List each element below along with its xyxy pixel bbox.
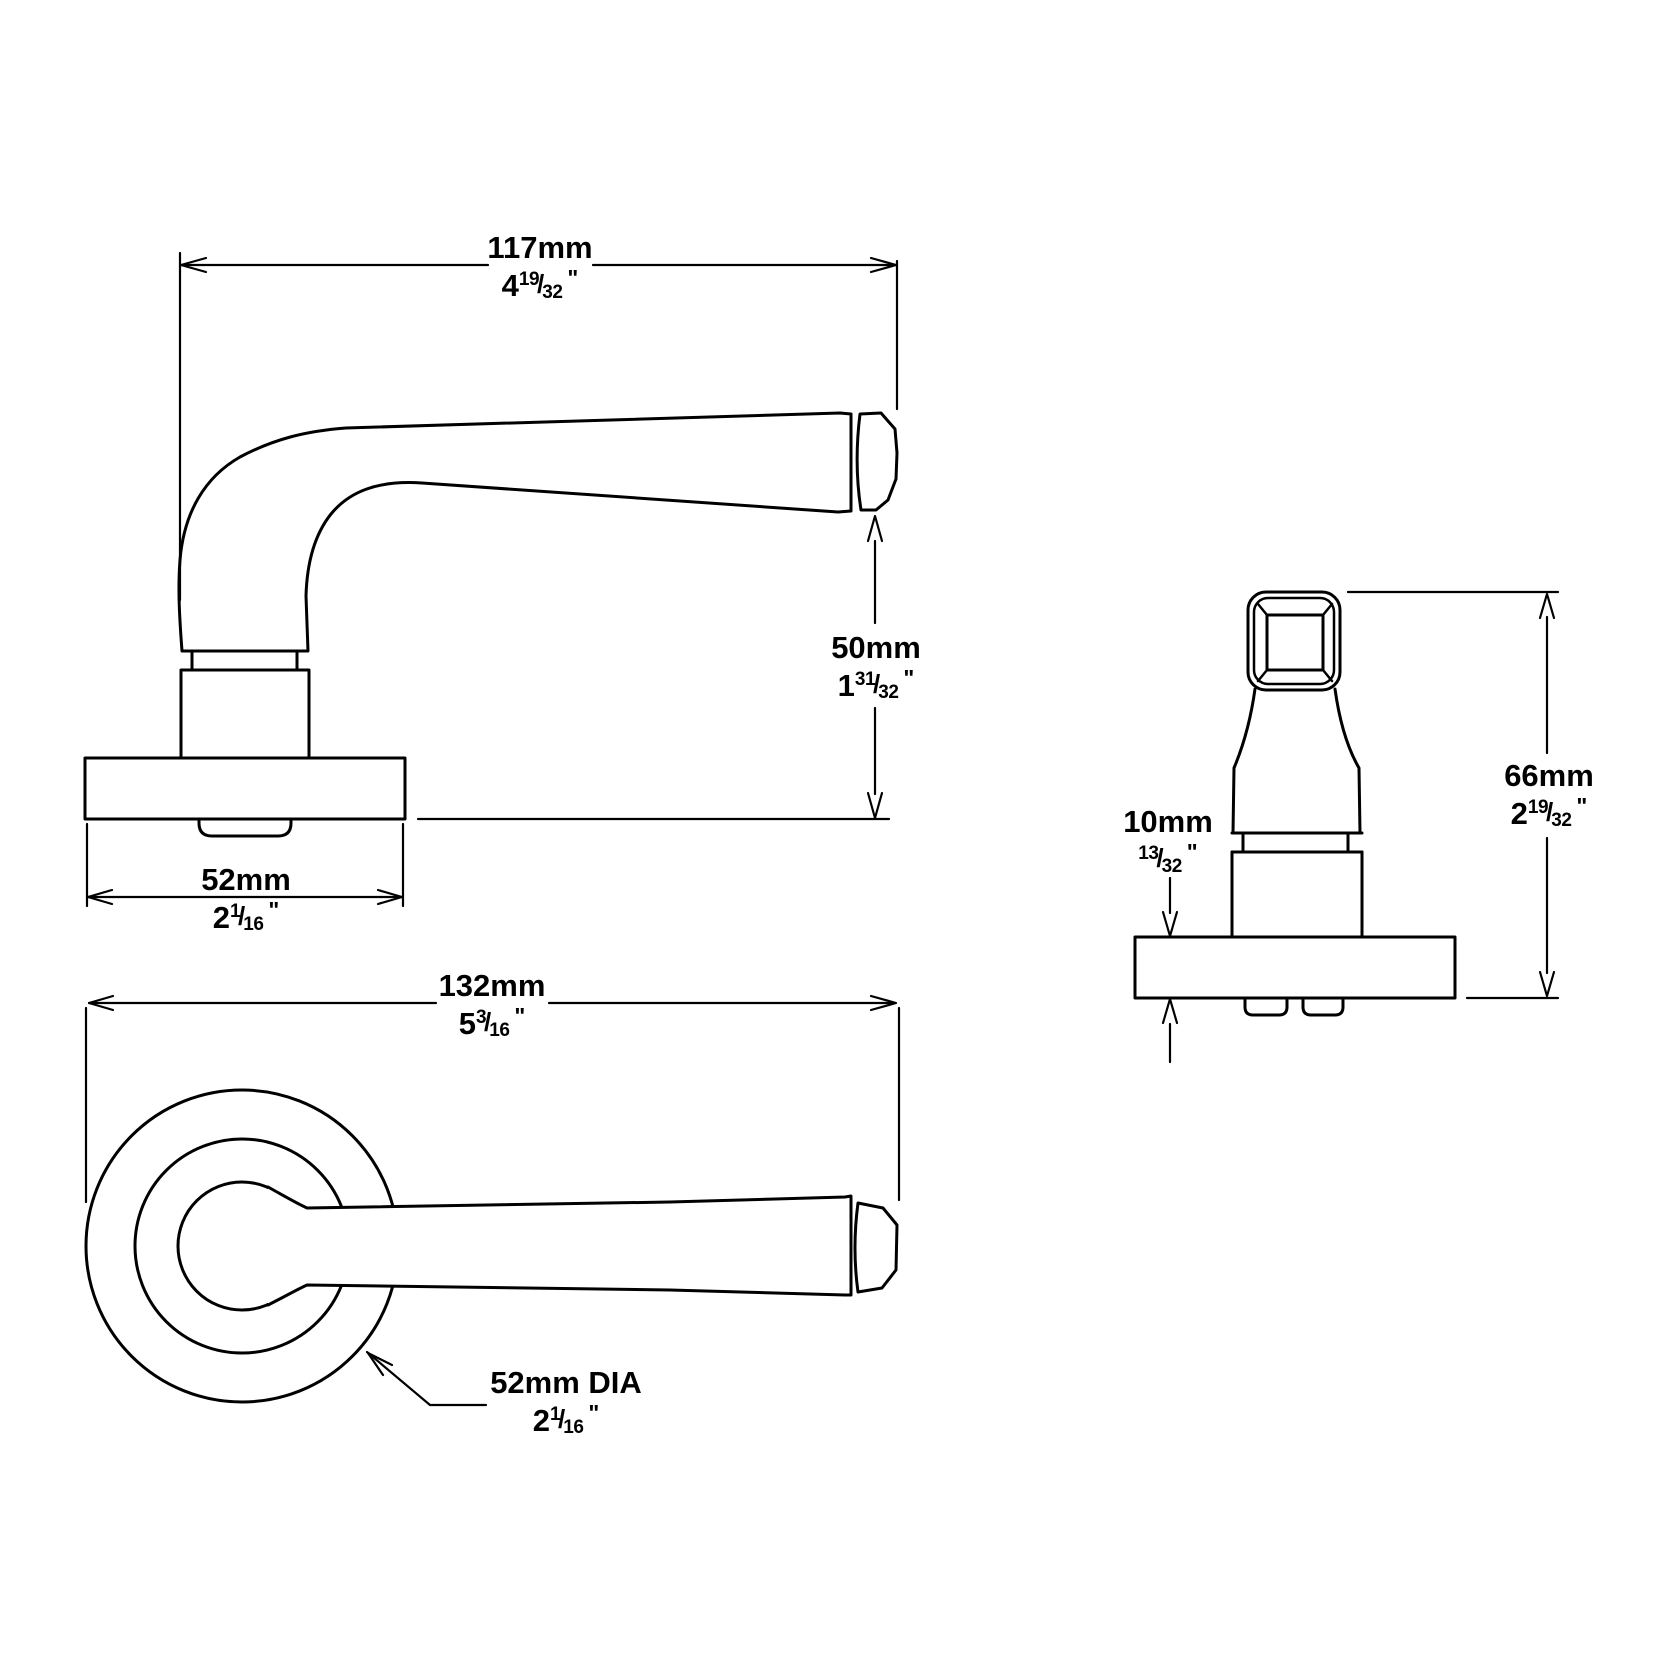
dim-rose-width-label: 52mm 21/16" (201, 862, 291, 936)
imperial-value: 53/16" (458, 1003, 526, 1042)
lever-plan-outline (266, 1185, 853, 1307)
imperial-value: 219/32" (1510, 793, 1588, 832)
dim-rose-diameter-label: 52mm DIA 21/16" (490, 1365, 642, 1439)
imperial-value: 13/32" (1138, 839, 1198, 878)
arrowhead-left (86, 888, 114, 906)
dim-lever-height-label: 50mm 131/32" (831, 630, 921, 704)
dim-end-height (1346, 590, 1560, 1000)
rose-plate-end (1133, 935, 1457, 1000)
dim-lever-length (178, 251, 899, 602)
lever-end-cap-plan (853, 1201, 899, 1294)
arrowhead-right (869, 994, 898, 1012)
end-view (1133, 590, 1560, 1064)
metric-value: 132mm (438, 968, 546, 1003)
lever-end-cap (855, 411, 899, 512)
dim-end-height-label: 66mm 219/32" (1504, 758, 1594, 832)
neck-left-edge (1231, 687, 1257, 835)
knob-inner-square (1265, 613, 1325, 672)
imperial-value: 131/32" (837, 665, 915, 704)
arrowhead-down (1538, 970, 1556, 998)
metric-value: 66mm (1504, 758, 1594, 793)
arrowhead-up (1161, 997, 1179, 1025)
dim-rose-thickness-label: 10mm 13/32" (1123, 804, 1213, 878)
arrowhead-up (866, 514, 884, 543)
dim-rose-width (85, 822, 405, 908)
metric-value: 52mm DIA (490, 1365, 642, 1400)
arrowhead-left (179, 256, 208, 274)
dim-overall-length-label: 132mm 53/16" (438, 968, 546, 1042)
screw-tab-right (1301, 996, 1345, 1017)
arrowhead-right (376, 888, 404, 906)
leader-rose-diameter (365, 1350, 488, 1407)
screw-tab-left (1243, 996, 1289, 1017)
dim-lever-length-label: 117mm 419/32" (487, 230, 593, 304)
leader-arrowhead (366, 1351, 394, 1377)
side-view (83, 251, 899, 908)
metric-value: 10mm (1123, 804, 1213, 839)
metric-value: 117mm (487, 230, 593, 265)
rose-plate-side (83, 756, 407, 821)
metric-value: 52mm (201, 862, 291, 897)
dim-lever-height (416, 514, 891, 821)
plan-view (84, 994, 901, 1407)
neck-right-edge (1333, 687, 1362, 835)
knob-mid-square (1252, 596, 1336, 686)
collar-end-view (1230, 831, 1364, 854)
arrowhead-down (1161, 910, 1179, 938)
arrowhead-up (1538, 592, 1556, 620)
dim-rose-thickness (1161, 876, 1179, 1064)
stem-block-end (1230, 850, 1364, 939)
neck-collar (190, 649, 299, 672)
arrowhead-left (87, 994, 115, 1012)
lever-profile (177, 411, 853, 653)
imperial-value: 419/32" (501, 265, 579, 304)
dim-overall-length (84, 994, 901, 1204)
metric-value: 50mm (831, 630, 921, 665)
screw-cap (197, 817, 293, 838)
arrowhead-down (866, 791, 884, 820)
stem-cylinder (179, 668, 311, 760)
imperial-value: 21/16" (212, 897, 280, 936)
arrowhead-right (869, 256, 898, 274)
lever-plan-mask (268, 1187, 851, 1305)
knob-corner-bevels (1256, 602, 1334, 683)
imperial-value: 21/16" (532, 1400, 600, 1439)
